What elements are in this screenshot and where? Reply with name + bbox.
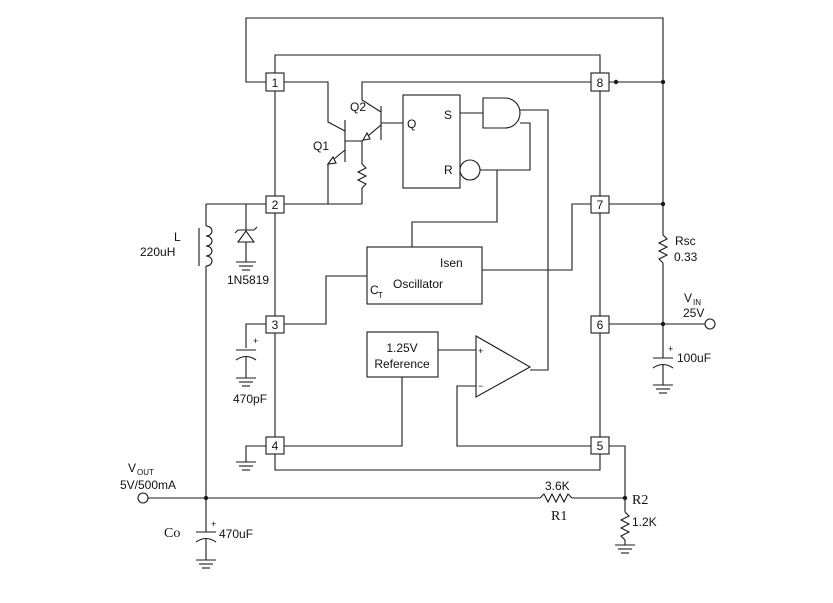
- rsc-name: Rsc: [675, 234, 696, 248]
- pin-2: 2: [265, 195, 285, 214]
- ff-s-label: S: [444, 108, 452, 122]
- transistor-q1: Q1: [284, 81, 362, 204]
- reset-inverter: [411, 122, 531, 247]
- ic-frame-wires: [274, 54, 601, 471]
- base-resistor: [284, 141, 368, 205]
- schottky-diode: 1N5819: [227, 204, 269, 287]
- comp-plus: +: [478, 346, 483, 356]
- vout-label-main: V: [128, 461, 136, 475]
- and-gate: [460, 97, 549, 371]
- r2-resistor: R2 1.2K: [615, 493, 657, 554]
- vin-cap-polarity: +: [668, 344, 673, 354]
- vin-rail: [609, 79, 666, 235]
- rsc-value: 0.33: [674, 250, 698, 264]
- vout-label-sub: OUT: [137, 468, 154, 477]
- comparator: + −: [438, 335, 591, 447]
- pin5-feedback-wire: [609, 445, 628, 512]
- pin-8: 8: [590, 72, 610, 92]
- pin1-to-vin-wire: [245, 17, 664, 83]
- osc-isen-label: Isen: [440, 256, 463, 270]
- vout-value: 5V/500mA: [120, 478, 176, 492]
- ct-to-pin3-wire: [284, 275, 367, 325]
- co-value: 470uF: [219, 527, 253, 541]
- pin-1: 1: [265, 72, 285, 92]
- osc-ct-sub: T: [378, 291, 383, 300]
- transistor-q2: Q2: [350, 81, 591, 142]
- vin-cap-value: 100uF: [677, 351, 711, 365]
- pin-6-label: 6: [597, 318, 604, 332]
- pin-7-label: 7: [597, 198, 604, 212]
- vin-label-sub: IN: [693, 298, 701, 307]
- reference-block: 1.25V Reference: [366, 331, 439, 378]
- oscillator-block: Isen C T Oscillator: [366, 246, 483, 305]
- ff-r-label: R: [444, 163, 453, 177]
- pin-6: 6: [590, 315, 610, 334]
- ref-line1: 1.25V: [386, 341, 417, 355]
- pin-7: 7: [590, 195, 610, 214]
- vin-capacitor: + 100uF: [652, 324, 711, 394]
- isen-to-pin7-wire: [482, 203, 591, 271]
- vin-terminal: V IN 25V: [609, 291, 716, 330]
- pin-2-label: 2: [272, 198, 279, 212]
- vin-value: 25V: [683, 306, 704, 320]
- ff-q-label: Q: [407, 117, 416, 131]
- pin-1-label: 1: [272, 76, 279, 90]
- pin-3: 3: [265, 315, 285, 334]
- pin-8-label: 8: [597, 76, 604, 90]
- timing-capacitor: + 470pF: [233, 323, 267, 406]
- r2-name: R2: [632, 493, 648, 508]
- pin-5: 5: [590, 436, 610, 455]
- comp-minus: −: [478, 381, 483, 391]
- q1-label: Q1: [313, 139, 329, 153]
- output-capacitor-co: + Co 470uF: [164, 498, 253, 569]
- osc-ct-label: C: [370, 283, 379, 297]
- ref-line2: Reference: [374, 357, 430, 371]
- pin-4-label: 4: [272, 439, 279, 453]
- r1-resistor: 3.6K R1: [539, 479, 625, 524]
- inductor-l: L 220uH: [140, 204, 213, 498]
- ref-to-pin4-wire: [284, 377, 403, 447]
- pin-3-label: 3: [272, 318, 279, 332]
- r1-name: R1: [551, 509, 567, 524]
- diode-part-label: 1N5819: [227, 273, 269, 287]
- co-name: Co: [164, 526, 180, 541]
- r1-value: 3.6K: [545, 479, 570, 493]
- r2-value: 1.2K: [632, 515, 657, 529]
- osc-name-label: Oscillator: [393, 277, 443, 291]
- pin-5-label: 5: [597, 439, 604, 453]
- co-polarity: +: [211, 519, 216, 529]
- pin-4: 4: [265, 436, 285, 455]
- ct-cap-value: 470pF: [233, 392, 267, 406]
- flipflop-block: S Q R: [402, 94, 461, 189]
- q2-label: Q2: [350, 100, 366, 114]
- pin4-ground: [236, 445, 266, 471]
- inductor-name: L: [174, 230, 181, 244]
- vin-label-main: V: [684, 291, 692, 305]
- vout-terminal: V OUT 5V/500mA: [120, 461, 540, 504]
- inductor-value: 220uH: [140, 245, 175, 259]
- rsc-resistor: Rsc 0.33: [657, 234, 698, 324]
- ct-polarity: +: [253, 336, 258, 346]
